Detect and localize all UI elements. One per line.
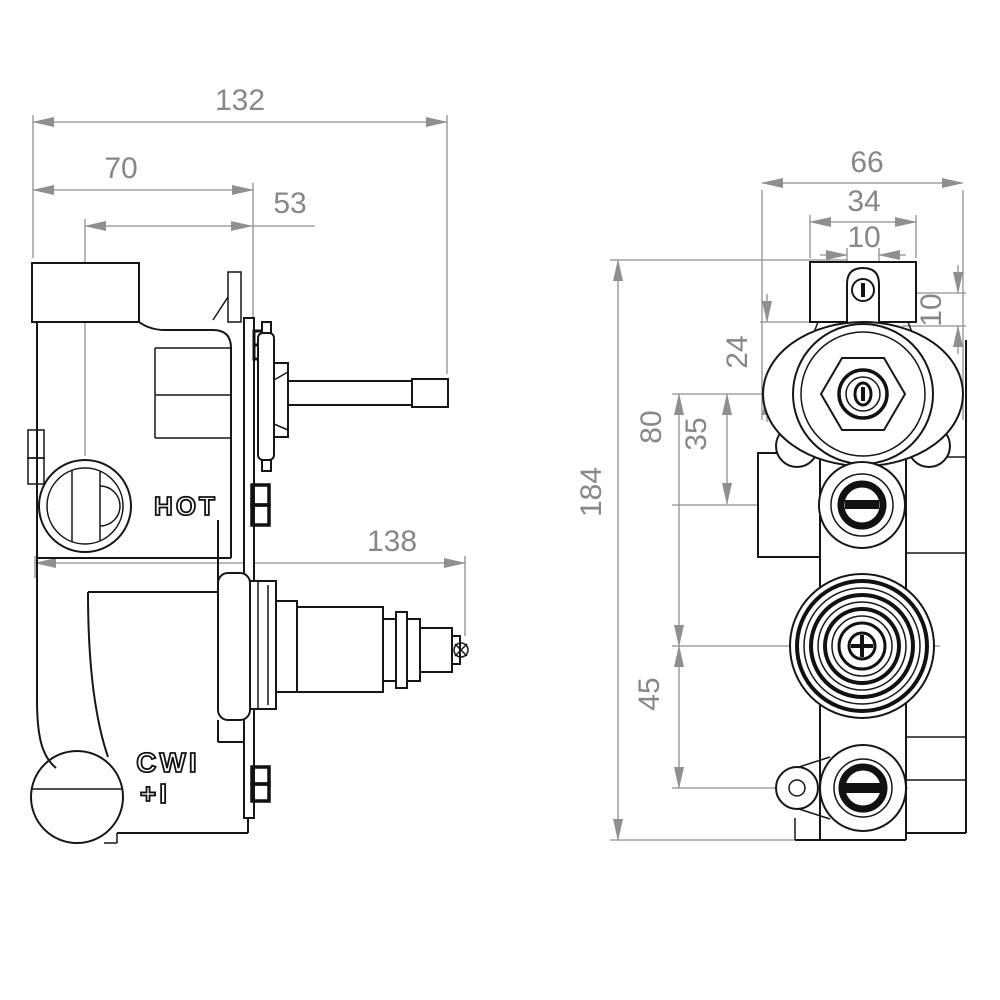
inlet-elbow xyxy=(30,750,124,844)
side-view: 132 70 53 138 xyxy=(27,84,469,844)
side-view-extension-lines xyxy=(32,115,466,636)
left-port-boss xyxy=(757,452,821,558)
mounting-plate-side xyxy=(243,317,271,819)
valve-body-front xyxy=(757,330,967,841)
dim-knob-to-thermo: 80 xyxy=(635,410,668,443)
mid-port-screw xyxy=(818,461,906,549)
front-view: 66 34 10 10 24 35 80 45 184 xyxy=(575,146,967,841)
dim-plate-width: 34 xyxy=(847,185,880,218)
dim-overall-width: 66 xyxy=(850,146,883,179)
dim-body-to-plate: 70 xyxy=(104,152,137,185)
dim-cartridge-length: 138 xyxy=(367,525,417,558)
dim-plate-to-knob: 24 xyxy=(721,335,754,368)
dim-overall-length: 132 xyxy=(215,84,265,117)
plate-screw-bottom xyxy=(250,765,271,803)
diverter-knob-front xyxy=(762,321,964,467)
dim-tab-width: 10 xyxy=(847,221,880,254)
dim-screw-to-edge: 10 xyxy=(915,293,948,326)
cartridge-pin-tip xyxy=(453,642,469,658)
dim-thermo-to-bottom: 45 xyxy=(633,677,666,710)
thermo-knob-front xyxy=(789,573,935,719)
front-view-dimension-lines xyxy=(613,178,964,841)
dim-knob-to-mid-port: 35 xyxy=(680,417,713,450)
top-bracket-arm xyxy=(212,271,242,323)
cold-marking-line1: CWI xyxy=(136,747,199,778)
hot-port-circle xyxy=(38,459,132,553)
body-lug-lower xyxy=(27,457,45,485)
top-plate-front xyxy=(809,261,917,341)
dim-overall-height: 184 xyxy=(575,467,608,517)
top-inlet-pipe xyxy=(31,262,140,323)
hot-marking: HOT xyxy=(154,491,218,521)
plate-screw-mid xyxy=(250,483,271,527)
bottom-ear-lug xyxy=(775,756,831,820)
thermostatic-cartridge xyxy=(217,572,469,721)
cold-marking-line2: +I xyxy=(140,778,170,809)
diverter-stem xyxy=(257,321,449,472)
phillips-screw xyxy=(847,631,877,661)
dim-inlet-to-plate: 53 xyxy=(273,187,306,220)
bottom-port-screw xyxy=(775,744,907,832)
